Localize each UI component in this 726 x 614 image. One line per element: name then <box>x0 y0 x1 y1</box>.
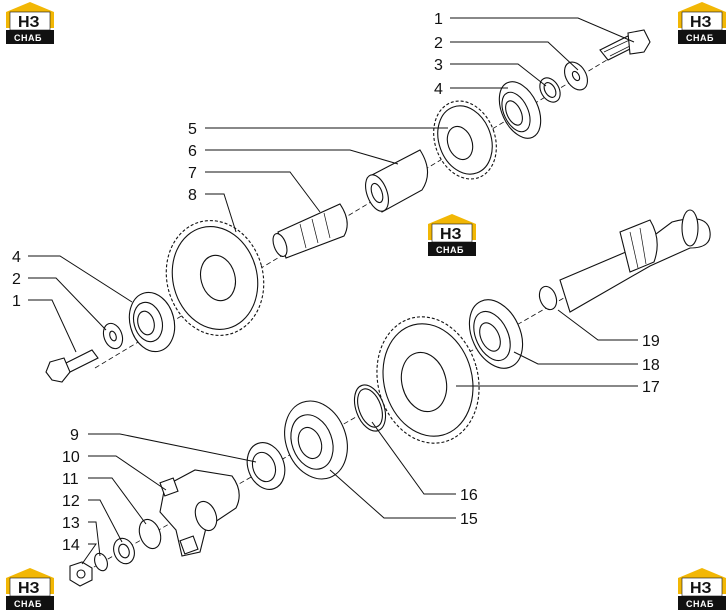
part-15-bearing <box>284 400 348 480</box>
part-8-large-gear <box>165 220 265 336</box>
logo-text-bottom: СНАБ <box>436 245 464 255</box>
callout-5: 5 <box>188 121 197 138</box>
callout-1-left: 1 <box>12 293 21 310</box>
logo-text-top: НЗ <box>690 580 712 597</box>
logo-text-top: НЗ <box>440 226 462 243</box>
logo-text-bottom: СНАБ <box>686 599 714 609</box>
brand-logo-top-left: НЗ СНАБ <box>6 2 54 44</box>
part-14-nut <box>69 561 93 587</box>
callout-14: 14 <box>62 537 80 554</box>
callout-11: 11 <box>62 471 79 488</box>
part-13-ring <box>94 552 108 572</box>
logo-text-bottom: СНАБ <box>686 33 714 43</box>
callout-4-left: 4 <box>12 249 21 266</box>
logo-text-bottom: СНАБ <box>14 599 42 609</box>
callout-1-top: 1 <box>434 11 443 28</box>
logo-text-bottom: СНАБ <box>14 33 42 43</box>
part-2-washer-top <box>563 61 589 91</box>
callout-labels: 1 2 3 4 5 6 7 8 4 2 1 19 18 17 9 10 11 1… <box>12 11 660 554</box>
part-4-bearing-left <box>128 291 176 353</box>
part-2-washer-left <box>102 322 124 350</box>
part-3-ring-top <box>539 77 561 103</box>
part-4-bearing-top <box>498 81 542 139</box>
callout-19: 19 <box>642 333 660 350</box>
part-9-seal <box>246 442 286 490</box>
callout-10: 10 <box>62 449 80 466</box>
callout-18: 18 <box>642 357 660 374</box>
part-5-gear-top <box>433 100 497 180</box>
brand-logo-bottom-right: НЗ СНАБ <box>678 568 726 610</box>
part-11-o-ring <box>138 518 162 550</box>
callout-16: 16 <box>460 487 478 504</box>
brand-logo-top-right: НЗ СНАБ <box>678 2 726 44</box>
logo-text-top: НЗ <box>18 14 40 31</box>
logo-text-top: НЗ <box>690 14 712 31</box>
part-6-sleeve <box>365 149 429 213</box>
part-7-splined-shaft <box>272 203 348 259</box>
brand-logo-center: НЗ СНАБ <box>428 214 476 256</box>
callout-15: 15 <box>460 511 478 528</box>
callout-17: 17 <box>642 379 660 396</box>
callout-7: 7 <box>188 165 197 182</box>
part-19-output-shaft <box>538 209 711 313</box>
part-1-bolt-left <box>45 349 99 383</box>
callout-6: 6 <box>188 143 197 160</box>
callout-4-top: 4 <box>434 81 443 98</box>
part-18-bearing <box>468 299 524 369</box>
callout-2-top: 2 <box>434 35 443 52</box>
brand-logo-bottom-left: НЗ СНАБ <box>6 568 54 610</box>
callout-8: 8 <box>188 187 197 204</box>
logo-text-top: НЗ <box>18 580 40 597</box>
callout-9: 9 <box>70 427 79 444</box>
part-12-washer <box>113 537 135 565</box>
part-1-bolt-top <box>599 29 651 61</box>
part-17-big-gear <box>376 316 480 444</box>
callout-2-left: 2 <box>12 271 21 288</box>
leader-lines <box>28 17 638 565</box>
callout-3-top: 3 <box>434 57 443 74</box>
callout-13: 13 <box>62 515 80 532</box>
part-16-snap-ring <box>353 384 387 432</box>
callout-12: 12 <box>62 493 80 510</box>
part-10-yoke <box>159 469 240 557</box>
